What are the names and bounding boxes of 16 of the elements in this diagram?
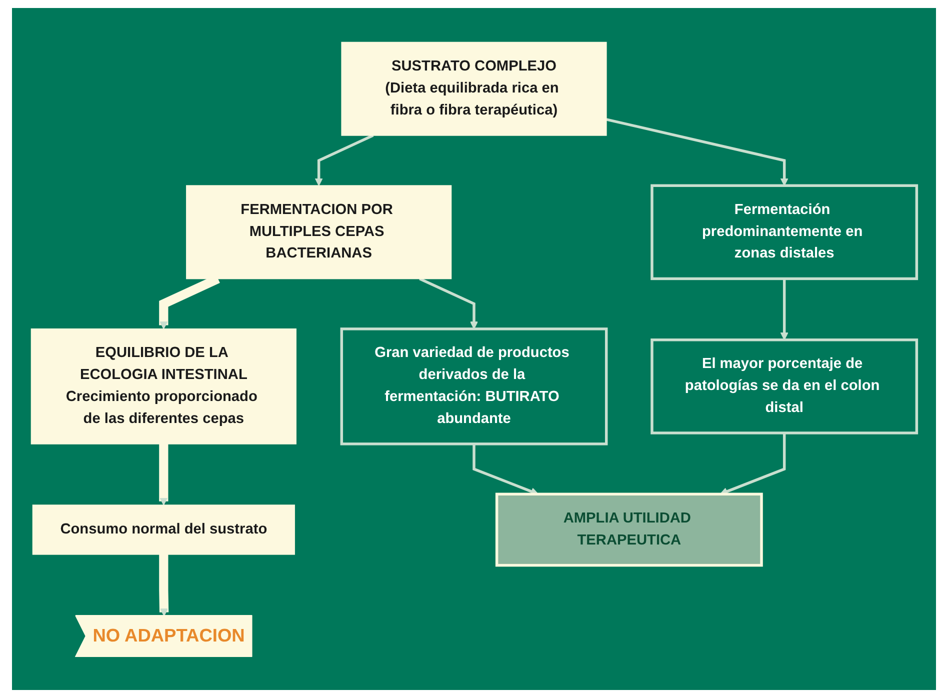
arrow xyxy=(472,443,539,495)
node-box: AMPLIA UTILIDAD TERAPEUTICA xyxy=(495,492,763,566)
arrow xyxy=(314,134,374,186)
arrow xyxy=(720,432,786,495)
arrow xyxy=(159,443,168,505)
arrow xyxy=(159,554,169,616)
node-box: El mayor porcentaje de patologías se da en el colon distal xyxy=(650,338,918,434)
node-box: EQUILIBRIO DE LA ECOLOGIA INTESTINAL Crecimiento proporcionado de las diferentes cepas xyxy=(30,328,296,444)
arrow xyxy=(780,278,788,340)
arrow xyxy=(606,118,788,186)
node-box: Gran variedad de productos derivados de la fermentación: BUTIRATO abundante xyxy=(340,327,608,445)
node-box: SUSTRATO COMPLEJO (Dieta equilibrada rica en fibra o fibra terapéutica) xyxy=(341,41,607,136)
node-box: Fermentación predominantemente en zonas distales xyxy=(650,184,918,280)
node-box: FERMENTACION POR MULTIPLES CEPAS BACTERIANAS xyxy=(186,184,452,279)
arrow xyxy=(419,277,478,329)
node-box: Consumo normal del sustrato xyxy=(32,504,295,554)
